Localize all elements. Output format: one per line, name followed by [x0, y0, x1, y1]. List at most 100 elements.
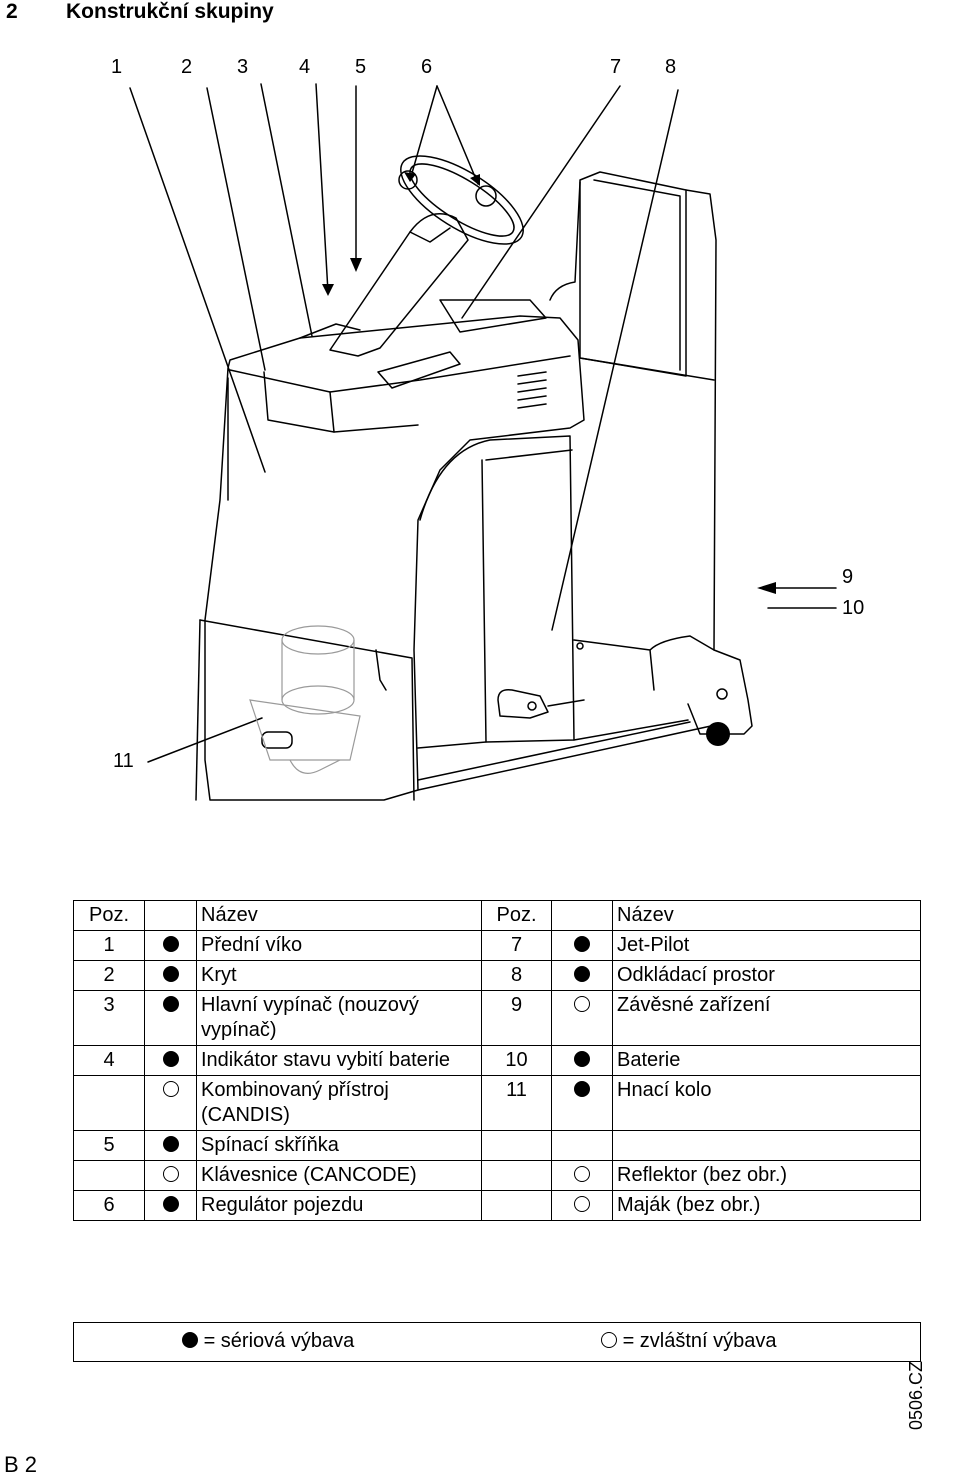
open-dot-icon	[574, 1196, 590, 1212]
row-right-marker	[551, 1075, 613, 1131]
page-number: B 2	[4, 1452, 38, 1477]
row-right-position: 8	[481, 960, 552, 991]
open-dot-icon	[574, 996, 590, 1012]
document-code: 0506.CZ	[906, 1360, 926, 1430]
row-right-marker	[551, 960, 613, 991]
table-row: 6 Regulátor pojezdu Maják (bez obr.)	[73, 1190, 921, 1221]
row-left-position: 5	[73, 1130, 145, 1161]
header-pos-left: Poz.	[73, 900, 145, 931]
row-right-position	[481, 1130, 552, 1161]
section-heading: 2 Konstrukční skupiny	[6, 0, 274, 24]
table-row: Kombinovaný přístroj (CANDIS)11 Hnací kol…	[73, 1075, 921, 1131]
row-right-name	[612, 1130, 921, 1161]
row-right-position	[481, 1160, 552, 1191]
row-left-marker	[144, 1075, 197, 1131]
row-right-marker	[551, 1190, 613, 1221]
callout-3: 3	[237, 56, 249, 78]
row-right-name: Hnací kolo	[612, 1075, 921, 1131]
header-pos-right: Poz.	[481, 900, 552, 931]
open-dot-icon	[601, 1332, 617, 1348]
row-right-name: Odkládací prostor	[612, 960, 921, 991]
row-left-position	[73, 1075, 145, 1131]
row-right-name: Maják (bez obr.)	[612, 1190, 921, 1221]
truck-illustration	[129, 83, 837, 801]
row-left-position: 3	[73, 990, 145, 1046]
row-left-marker	[144, 930, 197, 961]
open-dot-icon	[574, 1166, 590, 1182]
row-left-name: Indikátor stavu vybití baterie	[196, 1045, 482, 1076]
filled-dot-icon	[162, 1136, 179, 1152]
row-right-name: Jet-Pilot	[612, 930, 921, 961]
row-right-marker	[551, 1130, 613, 1161]
callout-6: 6	[421, 56, 433, 78]
filled-dot-icon	[162, 1196, 179, 1212]
row-left-marker	[144, 960, 197, 991]
row-left-marker	[144, 1160, 197, 1191]
row-left-name: Hlavní vypínač (nouzový vypínač)	[196, 990, 482, 1046]
legend-special: = zvláštní výbava	[601, 1330, 777, 1353]
row-left-marker	[144, 1045, 197, 1076]
open-dot-icon	[162, 1166, 179, 1182]
row-left-marker	[144, 990, 197, 1046]
row-left-position: 2	[73, 960, 145, 991]
table-row: 5 Spínací skříňka	[73, 1130, 921, 1161]
callout-1: 1	[111, 56, 123, 78]
callout-9: 9	[842, 566, 854, 588]
table-row: Klávesnice (CANCODE) Reflektor (bez obr.)	[73, 1160, 921, 1191]
row-right-marker	[551, 1045, 613, 1076]
table-header-row: Poz. Název Poz. Název	[73, 900, 921, 931]
callout-5: 5	[355, 56, 367, 78]
row-right-position: 9	[481, 990, 552, 1046]
row-left-name: Přední víko	[196, 930, 482, 961]
row-right-marker	[551, 1160, 613, 1191]
callout-4: 4	[299, 56, 311, 78]
filled-dot-icon	[162, 966, 179, 982]
row-left-marker	[144, 1190, 197, 1221]
row-left-position: 1	[73, 930, 145, 961]
legend-serial-label: = sériová výbava	[203, 1330, 355, 1352]
callout-8: 8	[665, 56, 677, 78]
filled-dot-icon	[574, 1081, 590, 1097]
header-name-left: Název	[196, 900, 482, 931]
filled-dot-icon	[162, 996, 179, 1012]
row-left-name: Regulátor pojezdu	[196, 1190, 482, 1221]
filled-dot-icon	[574, 1051, 590, 1067]
row-left-marker	[144, 1130, 197, 1161]
callout-11: 11	[113, 750, 134, 772]
row-left-position: 6	[73, 1190, 145, 1221]
legend-box: = sériová výbava = zvláštní výbava	[73, 1322, 921, 1362]
row-right-position	[481, 1190, 552, 1221]
table-row: 3 Hlavní vypínač (nouzový vypínač)9 Závěsn…	[73, 990, 921, 1046]
row-left-name: Kryt	[196, 960, 482, 991]
filled-dot-icon	[574, 936, 590, 952]
row-right-position: 11	[481, 1075, 552, 1131]
row-left-name: Spínací skříňka	[196, 1130, 482, 1161]
filled-dot-icon	[162, 936, 179, 952]
row-left-name: Klávesnice (CANCODE)	[196, 1160, 482, 1191]
row-left-position	[73, 1160, 145, 1191]
header-name-right: Název	[612, 900, 921, 931]
row-right-marker	[551, 990, 613, 1046]
section-title: Konstrukční skupiny	[66, 0, 274, 23]
open-dot-icon	[162, 1081, 179, 1097]
row-right-position: 10	[481, 1045, 552, 1076]
section-number: 2	[6, 0, 18, 23]
filled-dot-icon	[182, 1332, 198, 1348]
row-right-name: Reflektor (bez obr.)	[612, 1160, 921, 1191]
row-left-name: Kombinovaný přístroj (CANDIS)	[196, 1075, 482, 1131]
row-left-position: 4	[73, 1045, 145, 1076]
callout-7: 7	[610, 56, 622, 78]
row-right-name: Závěsné zařízení	[612, 990, 921, 1046]
row-right-position: 7	[481, 930, 552, 961]
callout-2: 2	[181, 56, 193, 78]
legend-serial: = sériová výbava	[182, 1330, 354, 1353]
callout-10: 10	[842, 597, 865, 619]
legend-special-label: = zvláštní výbava	[622, 1330, 777, 1352]
row-right-name: Baterie	[612, 1045, 921, 1076]
filled-dot-icon	[162, 1051, 179, 1067]
row-right-marker	[551, 930, 613, 961]
